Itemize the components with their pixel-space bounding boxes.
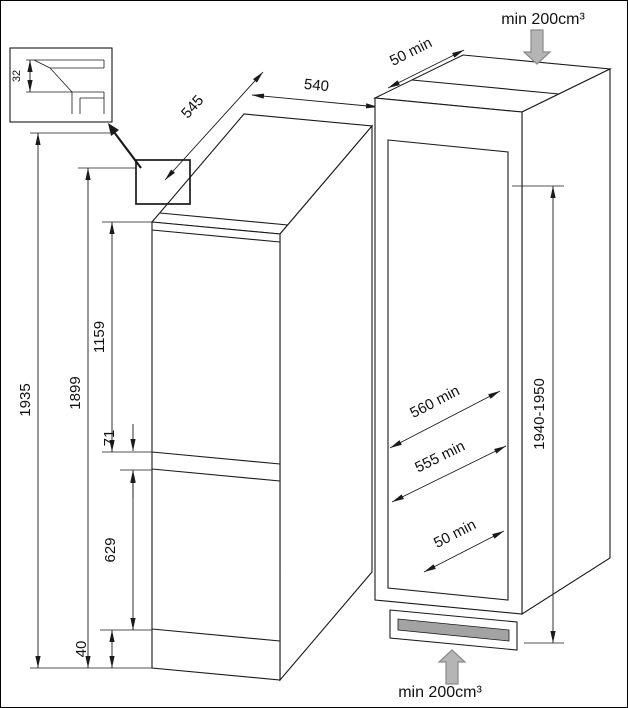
dim-label-40: 40 (73, 641, 90, 658)
dim-label-50min-top: 50 min (387, 34, 435, 69)
fridge-dimensions: 1935 1899 1159 71 629 40 545 540 (17, 71, 379, 669)
vent-label-top: min 200cm³ (501, 11, 585, 28)
ventilation-annotations: min 200cm³ min 200cm³ (398, 11, 585, 701)
dim-label-1159: 1159 (91, 321, 108, 353)
dim-label-629: 629 (102, 537, 119, 562)
vent-label-bottom: min 200cm³ (398, 684, 482, 701)
niche-opening (387, 139, 509, 601)
dim-label-540: 540 (303, 76, 330, 96)
dim-label-32: 32 (11, 70, 23, 82)
niche-side-face (521, 68, 611, 616)
detail-callout-arrowhead-icon (108, 123, 119, 136)
dim-label-545: 545 (178, 92, 207, 122)
niche-drawing (373, 54, 612, 651)
fridge-drawing (108, 113, 374, 682)
fridge-front-face (151, 221, 281, 681)
dim-label-71: 71 (101, 430, 118, 447)
dim-label-1899: 1899 (67, 376, 84, 409)
dim-label-1935: 1935 (17, 383, 34, 416)
airflow-up-arrow-icon (437, 649, 467, 685)
detail-callout-rectangle (135, 159, 191, 205)
dim-label-1940-1950: 1940-1950 (531, 378, 548, 450)
ventilation-grille-slot (397, 618, 510, 642)
detail-inset-frame (9, 47, 113, 123)
detail-inset: 32 (9, 47, 113, 123)
airflow-down-arrow-icon (522, 29, 552, 65)
detail-callout-arrow (113, 131, 142, 169)
